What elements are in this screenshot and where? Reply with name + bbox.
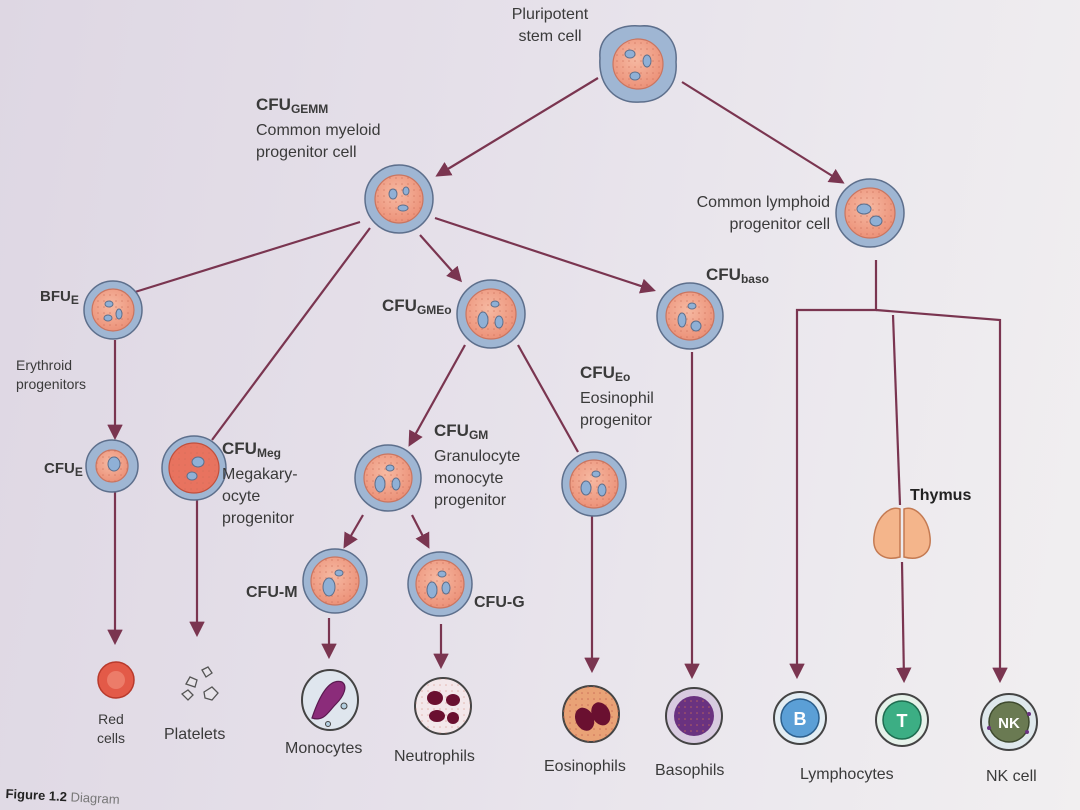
cfu-meg-cell: [161, 435, 227, 501]
cfu-gemm-label: CFUGEMM Common myeloid progenitor cell: [256, 94, 380, 164]
cfu-m-cell: [302, 548, 368, 614]
cfu-gmeo-sub: GMEo: [416, 303, 452, 317]
cfu-gmeo-cell: [456, 279, 526, 349]
cfu-baso-label: CFUbaso: [706, 264, 769, 290]
nk-cell-label: NK cell: [986, 768, 1037, 785]
thymus-label: Thymus: [910, 487, 972, 504]
cfu-gm-cell: [354, 444, 422, 512]
eosinophil-progenitor-line-1: Eosinophil: [580, 390, 654, 407]
arrow-cfugm-to-cfug: [411, 514, 430, 549]
arrow-myeloid-to-cfubaso: [434, 216, 656, 294]
arrow-myeloid-to-cfugmeo: [419, 234, 463, 283]
line-myeloid-to-bfue: [134, 220, 361, 294]
cfu-gm-sub: GM: [468, 428, 489, 442]
neutrophil-icon: [414, 677, 472, 735]
megakaryocyte-line-1: Megakary-: [222, 466, 298, 483]
red-cell-icon: [97, 661, 135, 699]
cfu-gemm-sub: GEMM: [290, 102, 329, 116]
cfu-eo-label: CFUEo Eosinophil progenitor: [580, 362, 654, 432]
megakaryocyte-line-3: progenitor: [222, 510, 295, 527]
arrow-thymus-to-t-cell: [896, 561, 912, 684]
cfu-gmeo-main: CFU: [382, 296, 417, 315]
stem-cell: [599, 25, 677, 103]
erythroid-label: Erythroid progenitors: [16, 356, 86, 394]
megakaryocyte-line-2: ocyte: [222, 488, 261, 505]
common-myeloid-line-1: Common myeloid: [256, 122, 381, 139]
neutrophils-label: Neutrophils: [394, 748, 475, 765]
b-cell-letter: B: [794, 709, 807, 729]
common-lymphoid-label: Common lymphoid progenitor cell: [660, 192, 830, 236]
arrow-lymphoid-to-b-cell: [789, 260, 878, 680]
cfu-baso-cell: [656, 282, 724, 350]
arrow-cfugmeo-to-cfugm: [408, 344, 466, 447]
arrows: [107, 77, 1008, 684]
nk-cell-icon: NK: [980, 693, 1038, 751]
cfu-gm-label: CFUGM Granulocyte monocyte progenitor: [434, 420, 520, 512]
cfu-eo-main: CFU: [580, 363, 615, 382]
thymus-icon: [873, 507, 931, 559]
bfu-e-main: BFU: [40, 288, 71, 305]
figure-number: Figure 1.2: [5, 786, 68, 805]
cfu-e-cell: [85, 439, 139, 493]
bfu-e-sub: E: [70, 293, 79, 307]
common-lymphoid-line-2: progenitor cell: [729, 216, 831, 233]
cfu-meg-label: CFUMeg Megakary- ocyte progenitor: [222, 438, 298, 530]
red-cells-line-1: Red: [98, 711, 124, 727]
cfu-baso-main: CFU: [706, 265, 741, 284]
cfu-gmeo-label: CFUGMEo: [382, 295, 452, 321]
b-cell-icon: B: [773, 691, 827, 745]
cfu-g-cell: [407, 551, 473, 617]
red-cells-label: Red cells: [86, 710, 136, 748]
arrow-stem-to-lymphoid: [681, 81, 845, 184]
cfu-meg-sub: Meg: [256, 446, 281, 460]
cfu-e-sub: E: [74, 465, 83, 479]
cfu-m-label: CFU-M: [246, 584, 298, 601]
eosinophils-label: Eosinophils: [544, 758, 626, 775]
cfu-gm-main: CFU: [434, 421, 469, 440]
granulocyte-line-2: monocyte: [434, 470, 504, 487]
cfu-e-main: CFU: [44, 460, 75, 477]
arrow-stem-to-myeloid: [435, 77, 599, 177]
cfu-e-label: CFUE: [44, 458, 83, 483]
eosinophil-progenitor-line-2: progenitor: [580, 412, 653, 429]
common-myeloid-line-2: progenitor cell: [256, 144, 357, 161]
cfu-eo-cell: [561, 451, 627, 517]
erythroid-line-1: Erythroid: [16, 357, 73, 373]
monocyte-icon: [301, 669, 359, 731]
erythroid-line-2: progenitors: [16, 376, 87, 392]
basophil-icon: [665, 687, 723, 745]
lymphocytes-label: Lymphocytes: [800, 766, 894, 783]
granulocyte-line-1: Granulocyte: [434, 448, 521, 465]
bfu-e-label: BFUE: [40, 286, 79, 311]
common-lymphoid-cell: [835, 178, 905, 248]
figure-caption-text: Diagram: [70, 789, 121, 807]
line-lymphoid-to-thymus: [891, 314, 902, 506]
line-myeloid-to-cfumeg: [211, 227, 371, 441]
platelets-label: Platelets: [164, 726, 226, 743]
cfu-gemm-main: CFU: [256, 95, 291, 114]
nk-cell-letter: NK: [998, 715, 1020, 732]
pluripotent-label: Pluripotent stem cell: [500, 4, 600, 48]
t-cell-letter: T: [897, 711, 908, 731]
common-lymphoid-line-1: Common lymphoid: [696, 194, 830, 211]
red-cells-line-2: cells: [96, 730, 125, 746]
basophils-label: Basophils: [655, 762, 725, 779]
arrow-cfugm-to-cfum: [343, 514, 364, 549]
line-cfugmeo-to-cfueo: [517, 344, 579, 453]
pluripotent-line-2: stem cell: [518, 28, 582, 45]
t-cell-icon: T: [875, 693, 929, 747]
cfu-g-label: CFU-G: [474, 594, 525, 611]
eosinophil-icon: [562, 685, 620, 743]
cfu-eo-sub: Eo: [614, 370, 631, 384]
pluripotent-line-1: Pluripotent: [511, 6, 589, 23]
bfu-e-cell: [83, 280, 143, 340]
arrow-lymphoid-to-nk-cell: [875, 308, 1008, 684]
cfu-baso-sub: baso: [740, 272, 769, 286]
common-myeloid-cell: [364, 164, 434, 234]
monocytes-label: Monocytes: [285, 740, 363, 757]
cfu-meg-main: CFU: [222, 439, 257, 458]
platelets-icon: [180, 666, 219, 701]
granulocyte-line-3: progenitor: [434, 492, 507, 509]
